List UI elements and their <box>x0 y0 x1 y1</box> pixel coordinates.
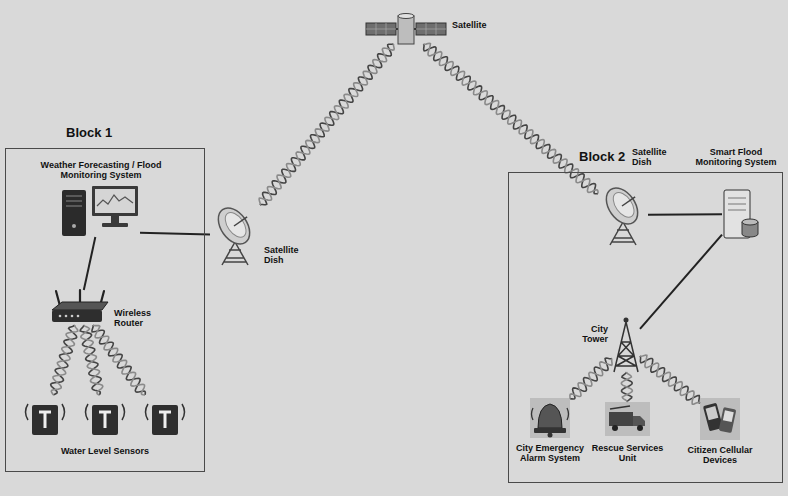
phone-icon <box>700 398 740 440</box>
alarm-system: City Emergency Alarm System <box>530 398 570 438</box>
satellite-dish: Satellite Dish <box>598 185 648 245</box>
node-label: Citizen Cellular Devices <box>684 445 756 466</box>
rescue-unit: Rescue Services Unit <box>605 402 650 436</box>
node-label: City Tower <box>572 324 608 345</box>
server-icon <box>724 190 758 238</box>
wireless-link <box>80 325 103 395</box>
node-label: Satellite Dish <box>264 245 310 266</box>
node-label: Rescue Services Unit <box>592 443 664 464</box>
wired-link <box>140 233 210 235</box>
wireless-router: Wireless Router <box>50 290 110 325</box>
node-label: Weather Forecasting / Flood Monitoring S… <box>36 160 166 181</box>
wired-link <box>648 214 722 216</box>
rescue-truck-icon <box>605 402 650 436</box>
node-label: Water Level Sensors <box>30 446 180 456</box>
node-label: Wireless Router <box>114 308 159 329</box>
satellite-dish: Satellite Dish <box>210 205 260 265</box>
wireless-link <box>570 358 612 399</box>
satellite: Satellite <box>366 14 446 44</box>
block-frame: Block 1Weather Forecasting / Flood Monit… <box>5 148 205 472</box>
node-label: Satellite <box>452 20 512 30</box>
node-label: Satellite Dish <box>632 147 678 168</box>
wireless-link <box>640 355 700 404</box>
alarm-icon <box>530 398 570 438</box>
satellite-dish-icon <box>600 180 647 245</box>
satellite-icon <box>366 14 446 45</box>
wireless-link <box>51 325 78 395</box>
cellular-devices: Citizen Cellular Devices <box>700 398 740 440</box>
wired-link <box>84 237 96 290</box>
block-heading: Block 1 <box>66 126 156 141</box>
water-level-sensors: Water Level Sensors <box>20 395 190 440</box>
sensor-icons <box>26 404 185 435</box>
city-tower: City Tower <box>612 318 640 372</box>
satellite-dish-icon <box>212 200 259 265</box>
wireless-link <box>259 44 394 205</box>
wireless-link <box>92 325 145 395</box>
weather-monitoring-system: Weather Forecasting / Flood Monitoring S… <box>62 185 140 237</box>
block-frame: Block 2Satellite DishSmart Flood Monitor… <box>508 172 783 483</box>
node-label: City Emergency Alarm System <box>514 443 586 464</box>
wireless-link <box>621 372 632 402</box>
computer-icon <box>62 186 138 236</box>
wired-link <box>640 235 722 329</box>
smart-flood-monitoring-system: Smart Flood Monitoring System <box>722 188 758 240</box>
router-icon <box>52 290 108 322</box>
tower-icon <box>614 318 638 373</box>
node-label: Smart Flood Monitoring System <box>690 147 782 168</box>
